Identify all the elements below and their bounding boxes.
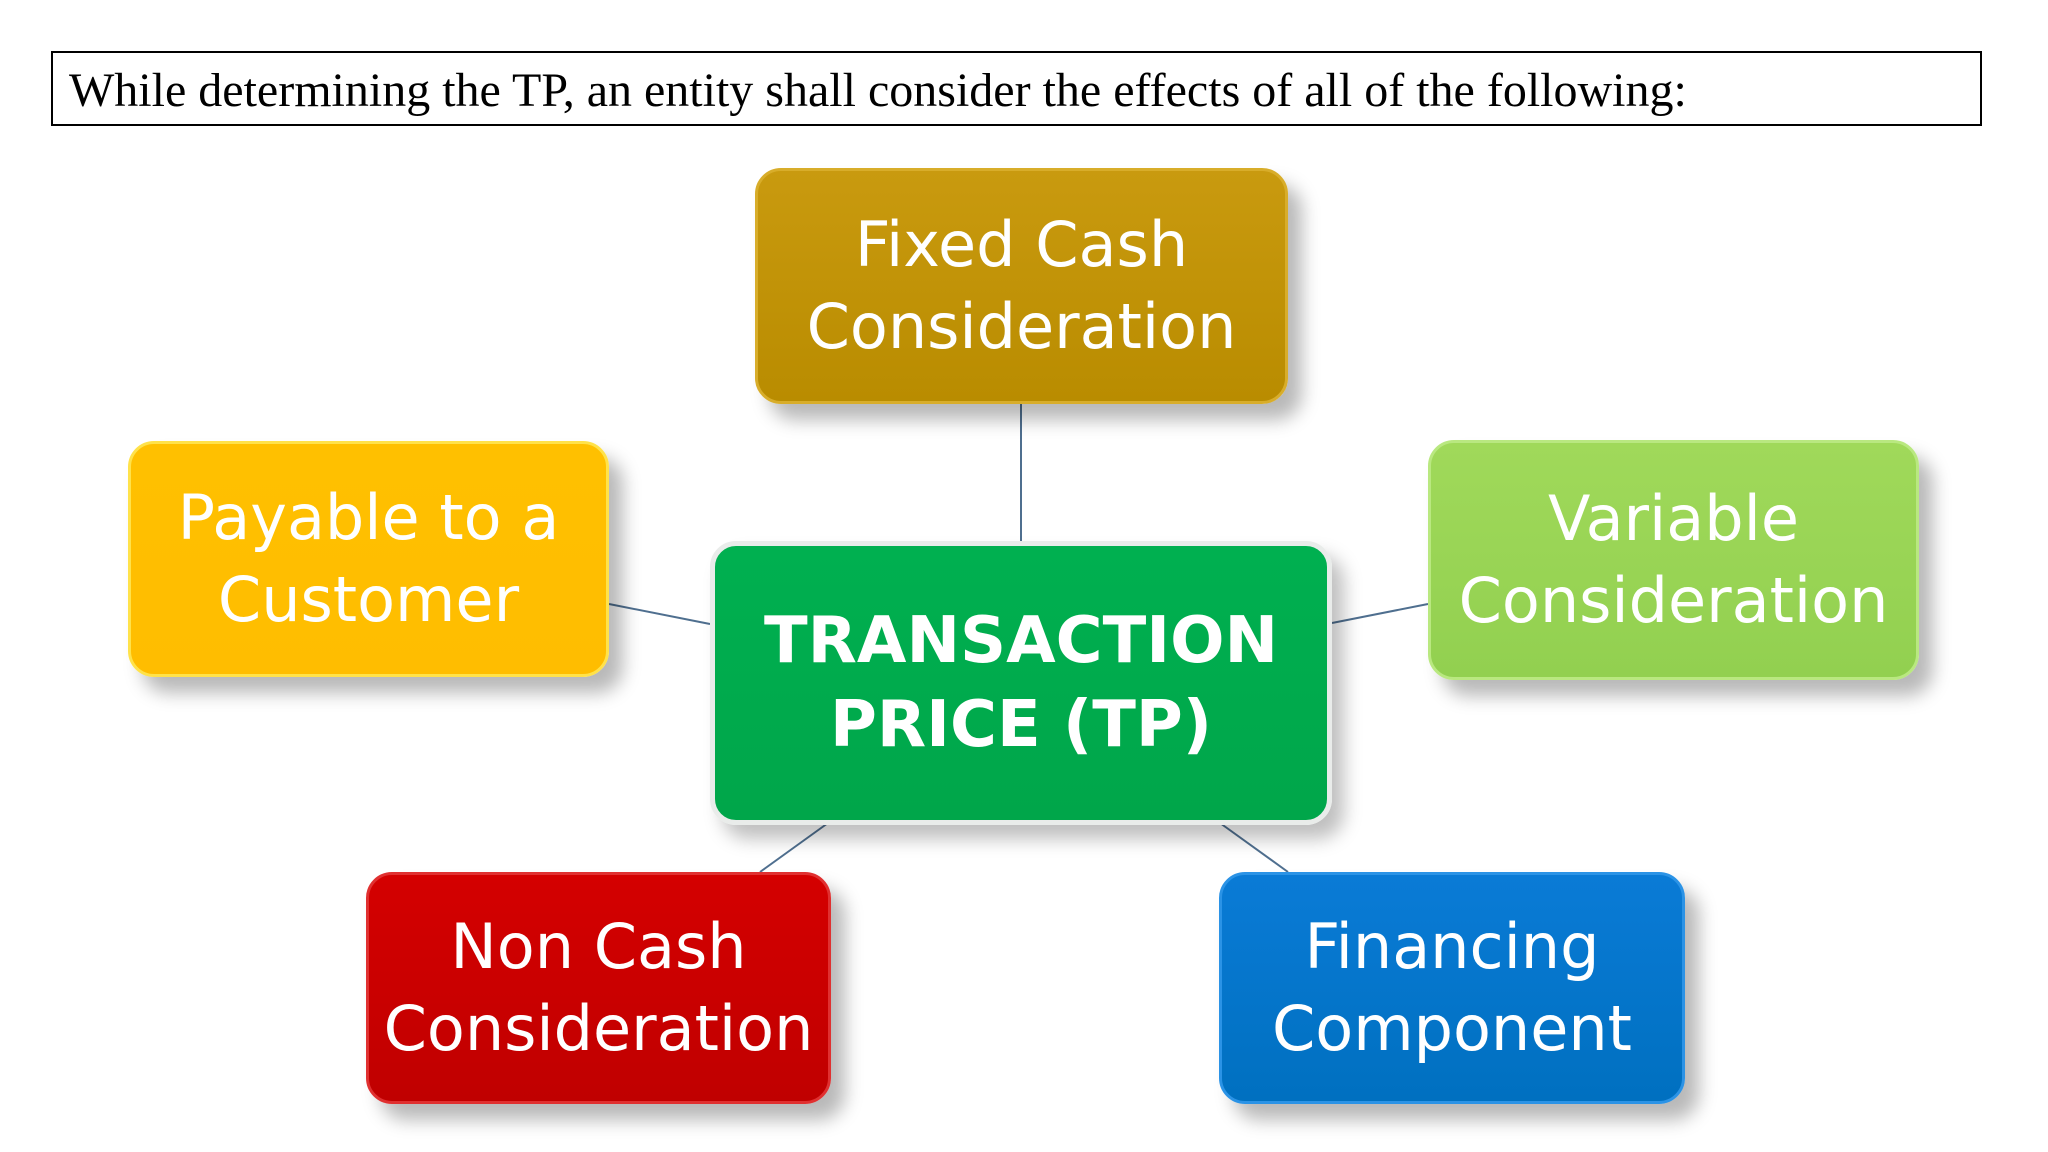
- node-transaction-price: TRANSACTION PRICE (TP): [710, 541, 1332, 825]
- connector-noncash: [759, 822, 829, 873]
- connector-financing: [1219, 822, 1289, 873]
- header-statement: While determining the TP, an entity shal…: [51, 51, 1982, 126]
- connector-variable: [1331, 603, 1429, 624]
- node-financing-component: Financing Component: [1219, 872, 1685, 1104]
- node-non-cash-consideration: Non Cash Consideration: [366, 872, 831, 1104]
- center-label: TRANSACTION PRICE (TP): [763, 604, 1279, 762]
- connector-payable: [608, 603, 711, 625]
- node-label: Financing Component: [1272, 910, 1632, 1065]
- node-fixed-cash-consideration: Fixed Cash Consideration: [755, 168, 1288, 404]
- node-label: Payable to a Customer: [177, 481, 560, 636]
- node-label: Non Cash Consideration: [383, 910, 814, 1065]
- node-label: Fixed Cash Consideration: [806, 208, 1237, 363]
- node-variable-consideration: Variable Consideration: [1428, 440, 1919, 680]
- node-label: Variable Consideration: [1458, 482, 1889, 637]
- node-payable-to-customer: Payable to a Customer: [128, 441, 609, 677]
